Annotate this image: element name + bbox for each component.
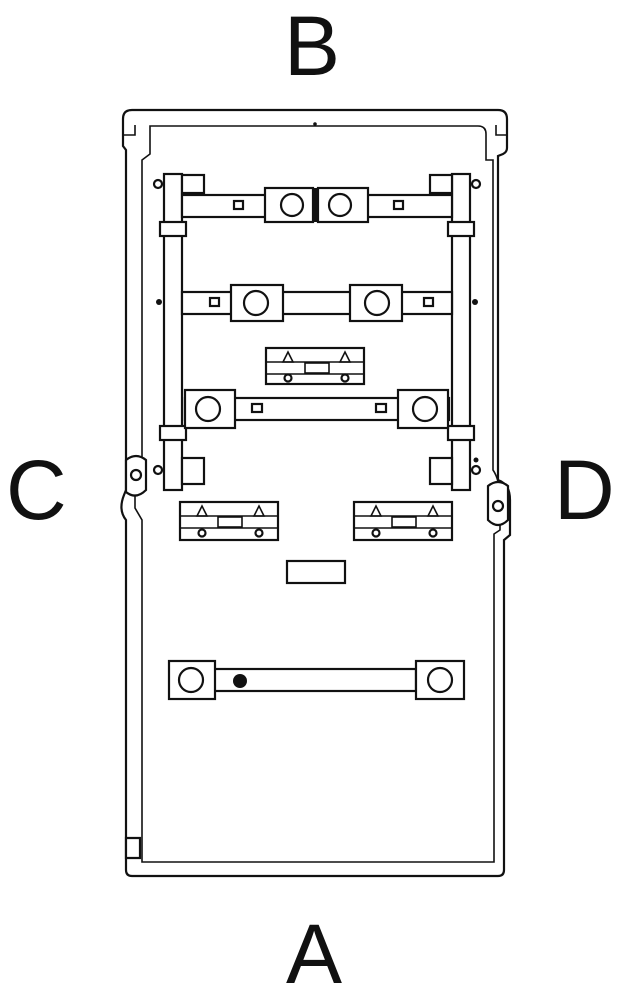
- rail-right-dot: [472, 299, 478, 305]
- busbar-3-slot-left: [250, 402, 264, 414]
- rail-right-bracket-b: [446, 424, 476, 442]
- busbar-1-slot-right: [392, 199, 405, 211]
- terminal-block-left: [178, 500, 280, 542]
- rail-left-bracket-a: [158, 220, 188, 238]
- rail-left-screw-bottom: [152, 464, 164, 476]
- rail-left-screw-top: [152, 178, 164, 190]
- busbar-3-bolt-right: [411, 395, 439, 423]
- top-center-dot: [313, 122, 317, 126]
- busbar-1-slot-left: [232, 199, 245, 211]
- busbar-2-bar: [180, 290, 454, 316]
- rail-right-foot: [428, 456, 454, 486]
- busbar-2-slot-left: [208, 296, 221, 308]
- bottom-bar-bolt-left: [177, 666, 205, 694]
- busbar-1-bolt-left: [279, 192, 305, 218]
- corner-notch-top-right: [495, 125, 507, 136]
- rail-right-bracket-a: [446, 220, 476, 238]
- side-label-left: C: [6, 443, 67, 537]
- side-label-right: D: [554, 443, 615, 537]
- busbar-2-bolt-right: [363, 289, 391, 317]
- busbar-1-bolt-right: [327, 192, 353, 218]
- rail-left: [162, 172, 184, 492]
- busbar-1-center-spacer: [312, 188, 319, 222]
- left-hinge-pin: [129, 468, 143, 482]
- rail-right-screw-bottom: [470, 464, 482, 476]
- enclosure-inner-wall: [134, 125, 501, 863]
- right-hinge-pin: [491, 499, 505, 513]
- rail-left-top-block: [180, 173, 206, 195]
- rail-right-lower-dot: [473, 457, 479, 463]
- bottom-bar-bolt-right: [426, 666, 454, 694]
- label-holder: [285, 559, 347, 585]
- bottom-bar-rivet: [233, 674, 247, 688]
- busbar-3-slot-right: [374, 402, 388, 414]
- busbar-3-bolt-left: [194, 395, 222, 423]
- rail-left-foot: [180, 456, 206, 486]
- busbar-2-slot-right: [422, 296, 435, 308]
- left-bottom-latch: [124, 836, 142, 860]
- side-label-top: B: [284, 0, 341, 93]
- corner-notch-top-left: [123, 125, 136, 136]
- rail-right: [450, 172, 472, 492]
- side-label-bottom: A: [286, 907, 343, 1001]
- rail-right-top-block: [428, 173, 454, 195]
- busbar-2-bolt-left: [242, 289, 270, 317]
- rail-left-dot: [156, 299, 162, 305]
- rail-left-bracket-b: [158, 424, 188, 442]
- rail-right-screw-top: [470, 178, 482, 190]
- terminal-block-center: [264, 346, 366, 386]
- terminal-block-right: [352, 500, 454, 542]
